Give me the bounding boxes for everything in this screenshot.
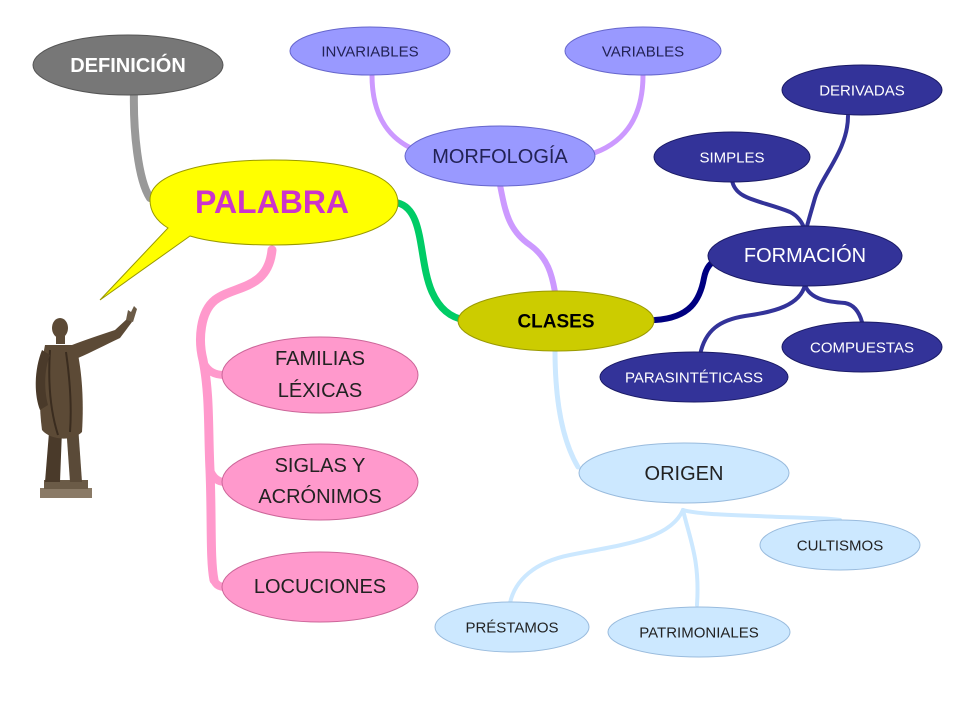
- simples-label: SIMPLES: [699, 150, 764, 167]
- link-derivadas: [804, 114, 850, 232]
- link-patrimoniales: [681, 508, 700, 607]
- link-morfologia: [497, 182, 558, 295]
- link-compuestas: [803, 283, 864, 324]
- familias-label-line1: FAMILIAS: [275, 348, 365, 370]
- node-cultismos[interactable]: CULTISMOS: [759, 519, 921, 571]
- link-clases: [394, 199, 469, 324]
- parasinteticas-label: PARASINTÉTICASS: [625, 370, 763, 387]
- derivadas-label: DERIVADAS: [819, 83, 905, 100]
- node-variables[interactable]: VARIABLES: [564, 26, 722, 76]
- orator-statue-icon: [35, 306, 137, 498]
- siglas-label-line1: SIGLAS Y: [275, 455, 366, 477]
- link-simples: [730, 178, 807, 232]
- link-invariables: [369, 72, 418, 153]
- link-definicion: [129, 86, 154, 202]
- node-derivadas[interactable]: DERIVADAS: [781, 64, 943, 116]
- patrimoniales-label: PATRIMONIALES: [639, 625, 758, 642]
- familias-label-line2: LÉXICAS: [278, 379, 362, 402]
- central-label: PALABRA: [195, 184, 349, 220]
- formacion-label: FORMACIÓN: [744, 244, 866, 267]
- node-palabra[interactable]: PALABRA: [99, 159, 399, 301]
- node-clases[interactable]: CLASES: [457, 290, 655, 352]
- link-left-trunk: [196, 245, 277, 585]
- node-siglas-acronimos[interactable]: SIGLAS Y ACRÓNIMOS: [221, 443, 419, 521]
- node-definicion[interactable]: DEFINICIÓN: [32, 34, 224, 96]
- node-origen[interactable]: ORIGEN: [578, 442, 790, 504]
- locuciones-label: LOCUCIONES: [254, 576, 386, 598]
- node-locuciones[interactable]: LOCUCIONES: [221, 551, 419, 623]
- node-patrimoniales[interactable]: PATRIMONIALES: [607, 606, 791, 658]
- link-prestamos: [508, 508, 685, 605]
- node-parasinteticas[interactable]: PARASINTÉTICASS: [599, 351, 789, 403]
- prestamos-label: PRÉSTAMOS: [465, 620, 558, 637]
- node-invariables[interactable]: INVARIABLES: [289, 26, 451, 76]
- node-simples[interactable]: SIMPLES: [653, 131, 811, 183]
- node-formacion[interactable]: FORMACIÓN: [707, 225, 903, 287]
- invariables-label: INVARIABLES: [321, 44, 418, 61]
- node-familias-lexicas[interactable]: FAMILIAS LÉXICAS: [221, 336, 419, 414]
- node-compuestas[interactable]: COMPUESTAS: [781, 321, 943, 373]
- link-parasinteticas: [698, 283, 807, 357]
- node-prestamos[interactable]: PRÉSTAMOS: [434, 601, 590, 653]
- compuestas-label: COMPUESTAS: [810, 340, 914, 357]
- clases-label: CLASES: [517, 312, 594, 333]
- cultismos-label: CULTISMOS: [797, 538, 883, 555]
- link-cultismos: [681, 508, 842, 522]
- variables-label: VARIABLES: [602, 44, 684, 61]
- definicion-label: DEFINICIÓN: [70, 53, 186, 77]
- morfologia-label: MORFOLOGÍA: [432, 145, 568, 168]
- node-morfologia[interactable]: MORFOLOGÍA: [404, 125, 596, 187]
- link-origen: [552, 347, 581, 470]
- link-formacion: [652, 255, 723, 323]
- siglas-label-line2: ACRÓNIMOS: [258, 485, 381, 508]
- origen-label: ORIGEN: [645, 463, 724, 485]
- link-variables: [585, 72, 646, 158]
